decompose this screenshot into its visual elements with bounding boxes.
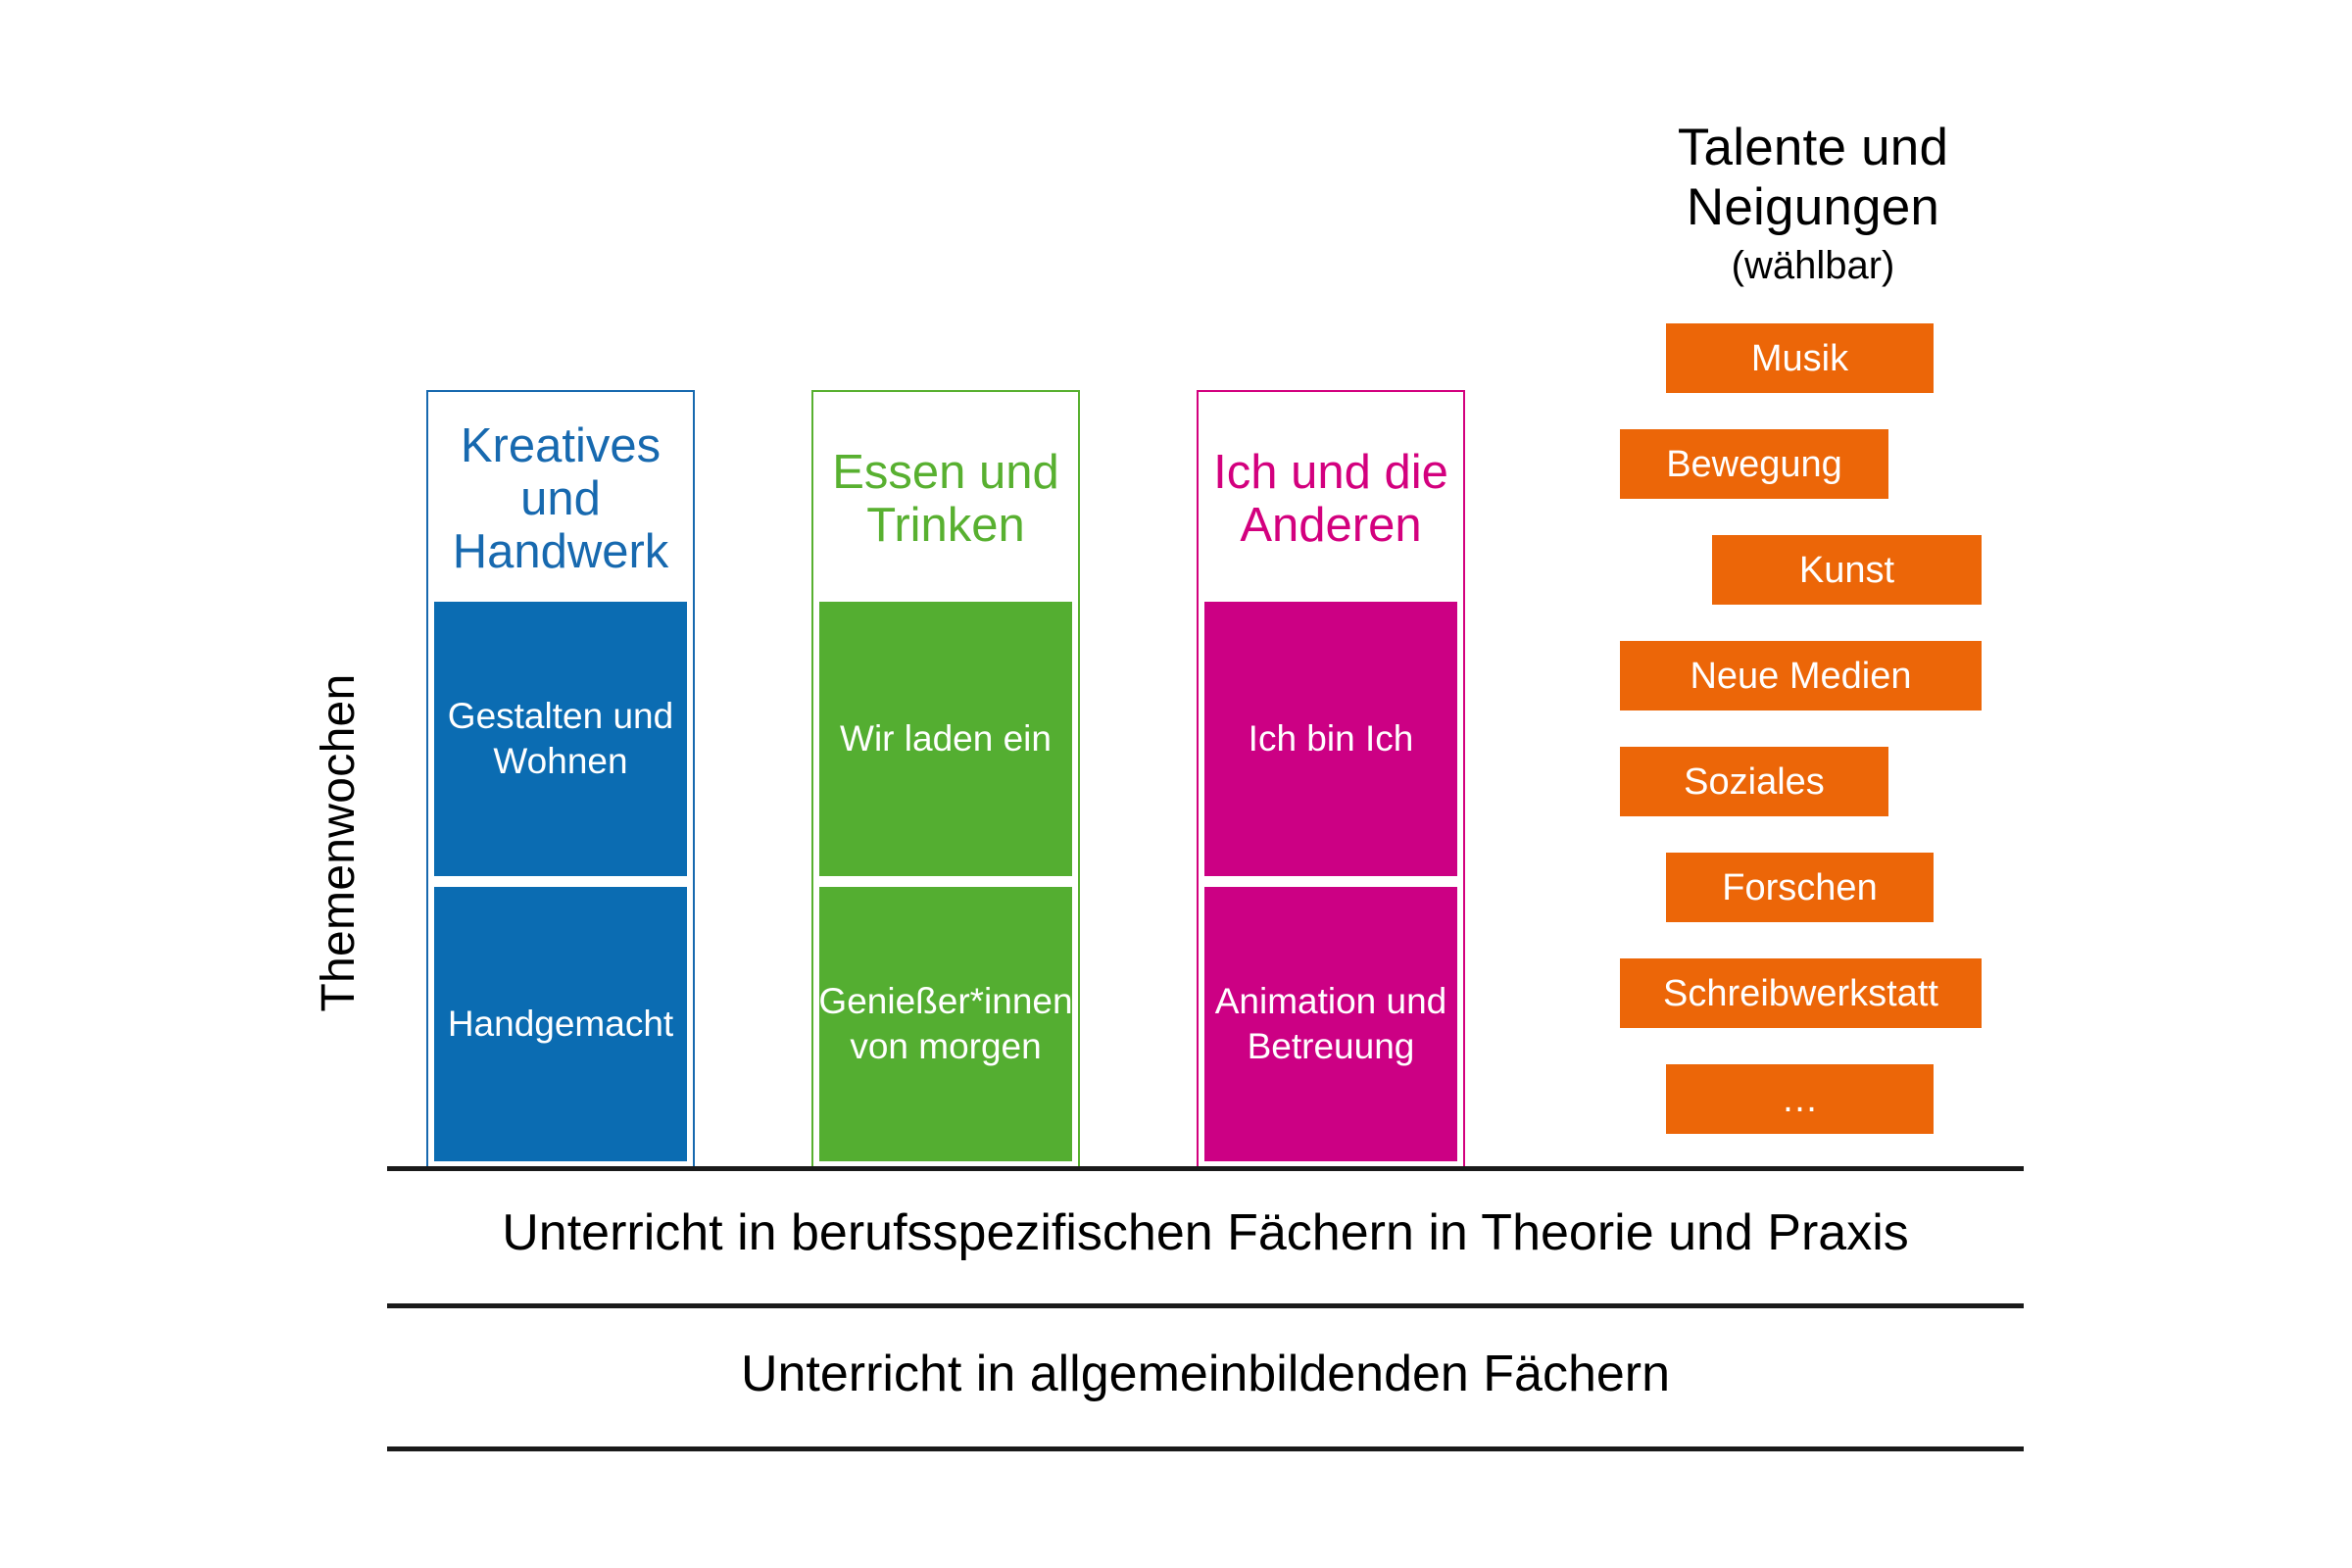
band-label-berufsspezifische-faecher: Unterricht in berufsspezifischen Fächern…: [502, 1204, 1909, 1261]
divider-line-bottom: [387, 1446, 2024, 1451]
theme-column-ich-und-die-anderen[interactable]: Ich und die Anderen Ich bin Ich Animatio…: [1197, 390, 1465, 1169]
theme-cell-handgemacht[interactable]: Handgemacht: [434, 887, 687, 1161]
talent-box-neue-medien[interactable]: Neue Medien: [1620, 641, 1982, 710]
talent-box-soziales[interactable]: Soziales: [1620, 747, 1888, 816]
theme-column-kreatives[interactable]: Kreatives und Handwerk Gestalten und Woh…: [426, 390, 695, 1169]
talent-box-label: Soziales: [1684, 760, 1825, 803]
talent-box-bewegung[interactable]: Bewegung: [1620, 429, 1888, 499]
theme-cell-wir-laden-ein[interactable]: Wir laden ein: [819, 602, 1072, 876]
talente-heading-subtitle: (wählbar): [1731, 243, 1895, 287]
divider-line-middle: [387, 1303, 2024, 1308]
theme-column-essen[interactable]: Essen und Trinken Wir laden ein Genießer…: [811, 390, 1080, 1169]
talent-box-ellipsis[interactable]: …: [1666, 1064, 1934, 1134]
talent-box-label: Neue Medien: [1690, 655, 1912, 697]
talent-box-kunst[interactable]: Kunst: [1712, 535, 1982, 605]
talent-box-musik[interactable]: Musik: [1666, 323, 1934, 393]
talent-box-label: Schreibwerkstatt: [1663, 972, 1938, 1014]
theme-cell-animation-und-betreuung[interactable]: Animation und Betreuung: [1204, 887, 1457, 1161]
theme-cell-ich-bin-ich[interactable]: Ich bin Ich: [1204, 602, 1457, 876]
talent-box-forschen[interactable]: Forschen: [1666, 853, 1934, 922]
talente-heading: Talente und Neigungen (wählbar): [1588, 118, 2038, 289]
band-label-allgemeinbildende-faecher: Unterricht in allgemeinbildenden Fächern: [740, 1346, 1671, 1402]
talent-box-label: Bewegung: [1666, 443, 1842, 485]
talente-heading-line1: Talente und: [1677, 119, 1949, 176]
talent-box-schreibwerkstatt[interactable]: Schreibwerkstatt: [1620, 958, 1982, 1028]
talent-box-label: Musik: [1750, 337, 1849, 379]
theme-cell-geniesser-innen-von-morgen[interactable]: Genießer*innen von morgen: [818, 887, 1073, 1161]
talent-box-label: …: [1781, 1078, 1819, 1120]
theme-column-title: Kreatives und Handwerk: [452, 419, 669, 578]
talent-box-label: Forschen: [1722, 866, 1878, 908]
theme-cell-gestalten-und-wohnen[interactable]: Gestalten und Wohnen: [434, 602, 687, 876]
divider-line-top: [387, 1166, 2024, 1171]
talente-heading-line2: Neigungen: [1686, 178, 1940, 237]
theme-column-title: Ich und die Anderen: [1213, 446, 1448, 552]
talent-box-label: Kunst: [1798, 549, 1895, 591]
theme-column-title: Essen und Trinken: [832, 446, 1059, 552]
themenwochen-axis-label: Themenwochen: [313, 673, 365, 1012]
